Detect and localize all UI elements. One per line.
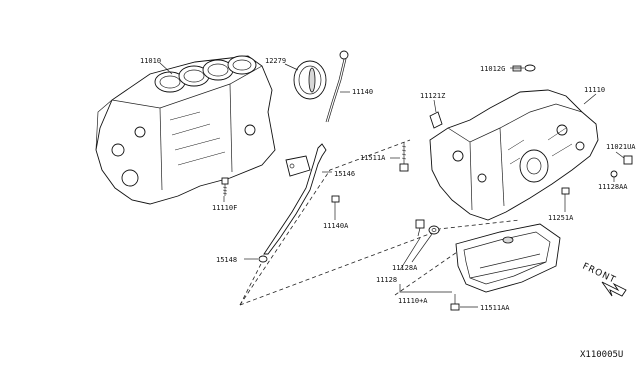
bolt-11140a [331,195,340,214]
label-11021ua: 11021UA [606,143,636,151]
baffle-11121z [429,111,443,129]
label-11110f: 11110F [212,204,237,212]
lower-oil-pan [455,223,561,293]
bolt-11511a [399,142,409,172]
label-11110: 11110 [584,86,605,94]
bolt-11110f [221,177,229,196]
label-11140a: 11140A [323,222,349,230]
cylinder-block [95,55,276,205]
label-11110a: 11110+A [398,297,428,305]
o-ring-15148 [258,255,268,263]
label-11121z: 11121Z [420,92,445,100]
label-11251a: 11251A [548,214,574,222]
label-15148: 15148 [216,256,237,264]
front-label: FRONT [581,262,618,286]
front-direction-arrow: FRONT [581,262,627,297]
plug-11012g [524,64,536,72]
rear-oil-seal [293,60,327,100]
label-11511a: 11511A [360,154,386,162]
upper-oil-pan [429,65,599,221]
label-11140: 11140 [352,88,373,96]
washer-11128a [428,225,440,235]
label-11128: 11128 [376,276,397,284]
label-12279: 12279 [265,57,286,65]
drain-plug-11021ua [623,155,633,165]
label-11012g: 11012G [480,65,505,73]
washer-11128aa [610,170,618,178]
oil-level-gauge [325,50,349,123]
bolt-11511aa [450,294,460,311]
label-11511aa: 11511AA [480,304,510,312]
label-11010: 11010 [140,57,161,65]
drain-plug-11128 [415,219,425,237]
bolt-11251a [561,187,570,206]
diagram-code: X110005U [580,350,623,360]
oil-gauge-guide [263,143,327,255]
label-11128aa: 11128AA [598,183,628,191]
reference-lines [239,139,521,306]
label-15146: 15146 [334,170,355,178]
label-11128a: 11128A [392,264,418,272]
